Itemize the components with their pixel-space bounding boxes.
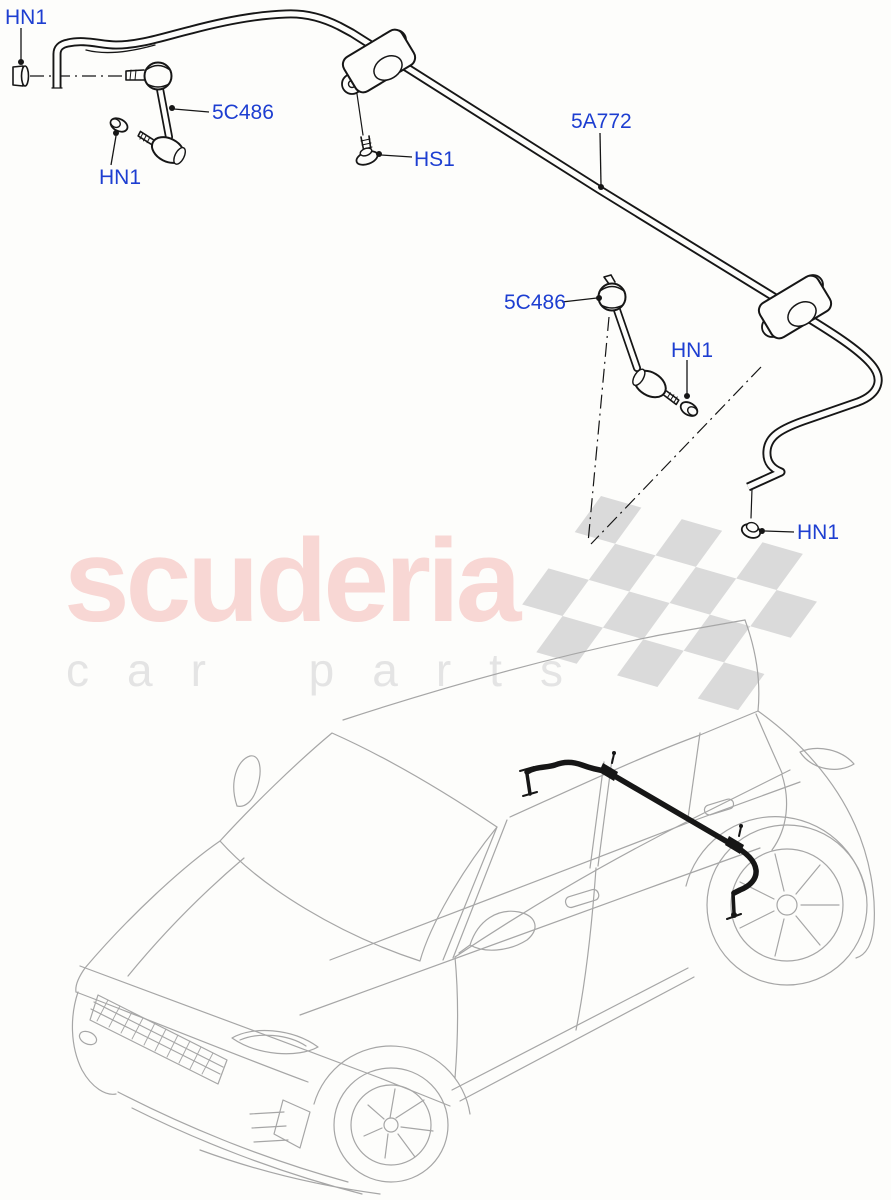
front-door-handle — [564, 888, 600, 909]
part-label-hn1-bar-end[interactable]: HN1 — [797, 521, 839, 544]
a-pillar — [442, 819, 508, 961]
bumper-lines — [117, 1091, 381, 1195]
rear-quarter — [757, 710, 875, 959]
vehicle-illustration — [71, 619, 875, 1195]
far-mirror — [233, 755, 261, 807]
brand-badge — [78, 1030, 98, 1046]
windshield — [219, 732, 498, 962]
body-crease-lower — [299, 847, 761, 1016]
bushing-bracket-left — [341, 28, 417, 136]
taillight — [799, 747, 855, 770]
part-label-5c486-upper[interactable]: 5C486 — [212, 101, 274, 124]
watermark-brand-text: scuderia — [64, 515, 523, 647]
rear-door-handle — [703, 798, 735, 816]
grille-mesh-lines — [90, 1001, 224, 1075]
front-door-edge — [454, 956, 459, 1079]
stabilizer-link-upper — [109, 61, 187, 165]
rear-wheel — [685, 816, 868, 986]
part-label-hn1-top-left[interactable]: HN1 — [5, 6, 47, 29]
hood-leading-edge — [79, 965, 451, 1107]
nut-top-left — [12, 65, 30, 87]
nut-bar-end — [740, 521, 762, 539]
nut-link-lower — [679, 401, 699, 417]
part-label-hn1-link-lower[interactable]: HN1 — [671, 339, 713, 362]
projection-lines — [587, 316, 762, 545]
rear-wheel-spokes — [739, 853, 840, 957]
rear-window-edge — [755, 713, 783, 774]
stabilizer-bar-part — [51, 9, 883, 519]
checkered-flag — [522, 496, 817, 711]
rear-door-cut — [771, 774, 788, 851]
part-label-5c486-lower[interactable]: 5C486 — [504, 291, 566, 314]
front-wheel-arch — [313, 1045, 471, 1115]
grille-mesh-ticks — [96, 999, 214, 1075]
nut-link-upper — [109, 117, 129, 133]
bushing-bracket-right — [757, 274, 833, 340]
fog-lamp-slot — [273, 1099, 311, 1149]
label-leaders — [18, 28, 795, 534]
front-corner — [71, 991, 117, 1095]
rear-wheel-arch — [685, 816, 867, 895]
quarter-window-divider — [687, 732, 701, 819]
part-label-5a772[interactable]: 5A772 — [571, 110, 632, 133]
watermark-tagline-text: car parts — [66, 644, 601, 696]
stabilizer-link-lower — [597, 274, 699, 417]
front-door-rear-cut — [575, 867, 597, 1031]
front-wheel — [313, 1045, 471, 1183]
beltline — [454, 769, 791, 958]
part-label-hs1[interactable]: HS1 — [414, 148, 455, 171]
front-wheel-spokes — [363, 1088, 434, 1159]
body-crease-upper — [329, 781, 801, 961]
fog-strakes — [249, 1111, 289, 1143]
grille-outline — [89, 994, 228, 1085]
roof-far-rail — [342, 619, 746, 721]
headlight — [231, 1029, 319, 1055]
rocker-sill — [451, 967, 695, 1102]
front-face-edge — [75, 991, 309, 1083]
liftgate-top — [744, 619, 760, 712]
watermark: scuderia car parts — [64, 496, 817, 711]
part-label-hn1-link-upper[interactable]: HN1 — [99, 166, 141, 189]
hood-crease — [127, 857, 245, 977]
part-labels: HN1 5C486 HN1 HS1 5A772 5C486 HN1 HN1 — [5, 6, 839, 544]
stabilizer-bar-installed — [519, 751, 759, 920]
stabilizer-bar-parts-drawing — [12, 9, 883, 545]
hood-left-edge — [75, 840, 221, 993]
bracket-bolt-hs1 — [355, 135, 379, 166]
door-mirror — [458, 910, 536, 954]
